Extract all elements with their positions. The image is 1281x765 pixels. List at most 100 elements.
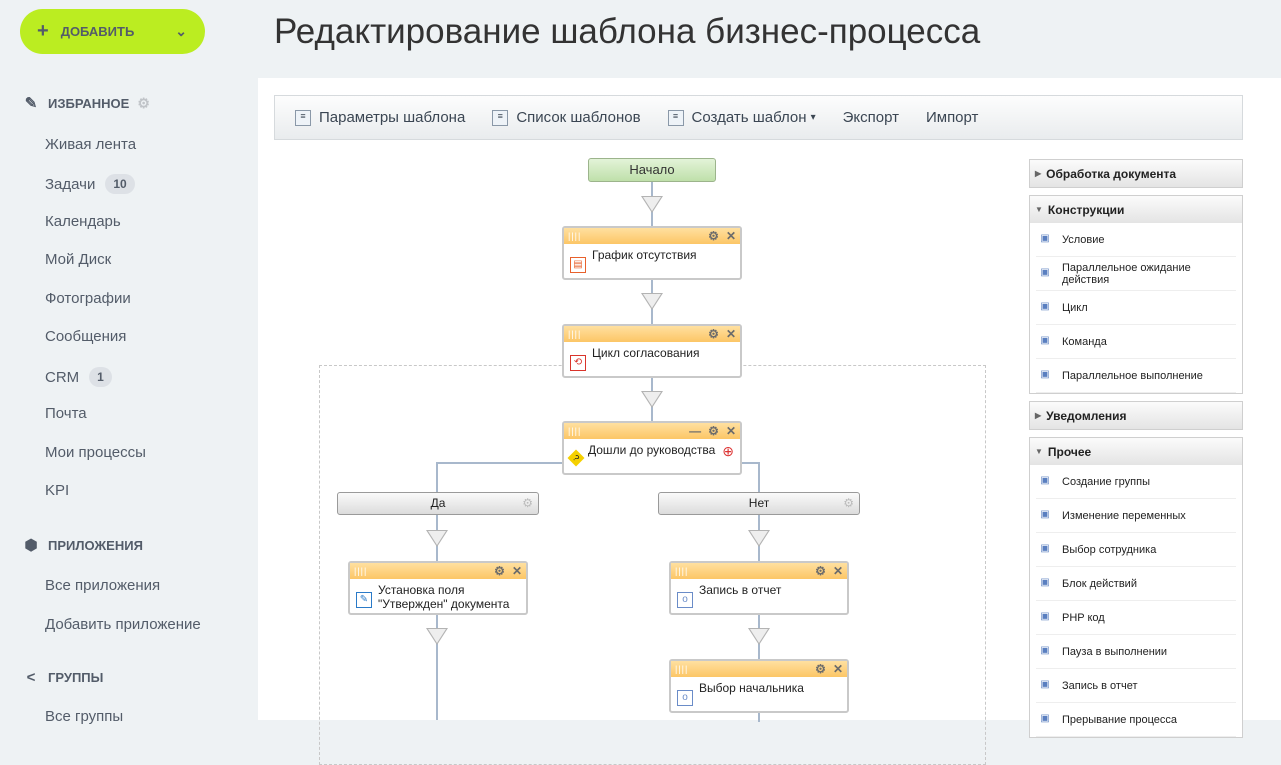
- sidebar-item[interactable]: Сообщения: [45, 328, 126, 345]
- sidebar-item[interactable]: Живая лента: [45, 136, 136, 153]
- palette-item[interactable]: ▣Параллельное ожидание действия: [1036, 257, 1236, 291]
- close-icon[interactable]: ✕: [511, 564, 522, 578]
- palette-item-label: PHP код: [1062, 611, 1105, 624]
- start-node[interactable]: Начало: [588, 158, 716, 182]
- apps-icon: ⬢: [24, 537, 38, 554]
- palette-item[interactable]: ▣Запись в отчет: [1036, 669, 1236, 703]
- add-branch-icon[interactable]: ⊕: [722, 443, 734, 459]
- palette-item-label: Изменение переменных: [1062, 509, 1186, 522]
- palette-item[interactable]: ▣Прерывание процесса: [1036, 703, 1236, 737]
- activity-block[interactable]: ||||—⚙✕?Дошли до руководства⊕: [562, 421, 742, 475]
- block-header[interactable]: |||| ⚙ ✕: [350, 563, 526, 579]
- close-icon[interactable]: ✕: [725, 424, 736, 438]
- connector-line: [758, 462, 760, 492]
- sidebar-item[interactable]: KPI: [45, 482, 69, 499]
- palette-item[interactable]: ▣Параллельное выполнение: [1036, 359, 1236, 393]
- palette-item[interactable]: ▣Выбор сотрудника: [1036, 533, 1236, 567]
- sidebar-item[interactable]: Мой Диск: [45, 251, 111, 268]
- close-icon[interactable]: ✕: [832, 564, 843, 578]
- drag-handle-icon[interactable]: ||||: [354, 566, 368, 576]
- section-apps[interactable]: ⬢ПРИЛОЖЕНИЯ: [22, 536, 142, 554]
- activity-block[interactable]: |||| ⚙ ✕ o Выбор начальника: [669, 659, 849, 713]
- toolbar-button[interactable]: ≡Список шаблонов: [492, 109, 641, 126]
- activity-block[interactable]: ||||⚙✕✎Установка поля "Утвержден" докуме…: [348, 561, 528, 615]
- palette-section-header[interactable]: ▼Прочее: [1030, 438, 1242, 465]
- sidebar-item-label: Фотографии: [45, 290, 131, 307]
- sidebar-item[interactable]: Добавить приложение: [45, 616, 201, 633]
- sidebar-item[interactable]: Фотографии: [45, 290, 131, 307]
- palette-section-header[interactable]: ▼Конструкции: [1030, 196, 1242, 223]
- sidebar-item[interactable]: Все группы: [45, 708, 123, 725]
- toolbar-button[interactable]: Импорт: [926, 109, 978, 126]
- chevron-down-icon[interactable]: ⌄: [175, 23, 187, 39]
- section-favorites[interactable]: ✎ИЗБРАННОЕ⚙: [22, 94, 150, 113]
- gear-icon[interactable]: ⚙: [815, 662, 826, 676]
- block-title: Установка поля "Утвержден" документа: [378, 583, 510, 611]
- section-title: Обработка документа: [1046, 166, 1177, 181]
- activity-icon: o: [677, 690, 693, 706]
- gear-icon[interactable]: ⚙: [815, 564, 826, 578]
- palette-item[interactable]: ▣Пауза в выполнении: [1036, 635, 1236, 669]
- gear-icon[interactable]: ⚙: [522, 496, 533, 510]
- palette-item[interactable]: ▣Блок действий: [1036, 567, 1236, 601]
- php-icon: ▣: [1040, 610, 1050, 622]
- close-icon[interactable]: ✕: [725, 327, 736, 341]
- palette-item[interactable]: ▣Изменение переменных: [1036, 499, 1236, 533]
- palette-item-label: Блок действий: [1062, 577, 1137, 590]
- toolbar-button[interactable]: ≡Параметры шаблона: [295, 109, 465, 126]
- activity-block[interactable]: ||||⚙✕⟲Цикл согласования: [562, 324, 742, 378]
- block-header[interactable]: ||||⚙✕: [564, 326, 740, 342]
- gear-icon[interactable]: ⚙: [708, 424, 719, 438]
- block-header[interactable]: |||| — ⚙ ✕: [564, 423, 740, 439]
- palette-section-header[interactable]: ▶Уведомления: [1030, 402, 1242, 429]
- block-header[interactable]: |||| ⚙ ✕: [671, 563, 847, 579]
- pause-icon: ▣: [1040, 644, 1050, 656]
- arrow-icon: [426, 530, 448, 547]
- arrow-icon: [426, 628, 448, 645]
- drag-handle-icon[interactable]: ||||: [675, 566, 689, 576]
- section-groups[interactable]: <ГРУППЫ: [22, 669, 104, 686]
- drag-handle-icon[interactable]: ||||: [568, 231, 582, 241]
- new-doc-icon: ≡: [667, 109, 684, 126]
- toolbar-button[interactable]: ≡Создать шаблон▾: [667, 109, 816, 126]
- connector-line: [436, 614, 438, 720]
- drag-handle-icon[interactable]: ||||: [568, 329, 582, 339]
- block-actions: ⚙✕: [708, 327, 736, 341]
- block-title: Выбор начальника: [699, 681, 804, 695]
- palette-item[interactable]: ▣Создание группы: [1036, 465, 1236, 499]
- sidebar-item[interactable]: Все приложения: [45, 577, 160, 594]
- block-header[interactable]: |||| ⚙ ✕: [671, 661, 847, 677]
- sidebar-item[interactable]: Мои процессы: [45, 444, 146, 461]
- activity-block[interactable]: ||||⚙✕▤График отсутствия: [562, 226, 742, 280]
- add-button[interactable]: + ДОБАВИТЬ ⌄: [20, 9, 205, 54]
- connector-line: [742, 462, 760, 464]
- sidebar-item[interactable]: Календарь: [45, 213, 121, 230]
- sidebar-item-label: Живая лента: [45, 136, 137, 153]
- block-title: График отсутствия: [592, 248, 697, 262]
- palette-item[interactable]: ▣Цикл: [1036, 291, 1236, 325]
- palette-section-header[interactable]: ▶Обработка документа: [1030, 160, 1242, 187]
- block-header[interactable]: |||| ⚙ ✕: [564, 228, 740, 244]
- gear-icon[interactable]: ⚙: [137, 94, 150, 111]
- close-icon[interactable]: ✕: [725, 229, 736, 243]
- drag-handle-icon[interactable]: ||||: [675, 664, 689, 674]
- gear-icon[interactable]: ⚙: [843, 496, 854, 510]
- gear-icon[interactable]: ⚙: [708, 327, 719, 341]
- palette-item[interactable]: ▣ PHP код: [1036, 601, 1236, 635]
- branch-header[interactable]: Да⚙: [337, 492, 539, 515]
- close-icon[interactable]: ✕: [832, 662, 843, 676]
- block-title: Запись в отчет: [699, 583, 782, 597]
- palette-item[interactable]: ▣Команда: [1036, 325, 1236, 359]
- branch-header[interactable]: Нет⚙: [658, 492, 860, 515]
- drag-handle-icon[interactable]: ||||: [568, 426, 582, 436]
- toolbar-button[interactable]: Экспорт: [843, 109, 899, 126]
- palette-item[interactable]: ▣Условие: [1036, 223, 1236, 257]
- collapse-icon[interactable]: —: [689, 424, 702, 438]
- gear-icon[interactable]: ⚙: [494, 564, 505, 578]
- palette-item-label: Параллельное выполнение: [1062, 369, 1203, 382]
- gear-icon[interactable]: ⚙: [708, 229, 719, 243]
- sidebar-item[interactable]: Почта: [45, 405, 87, 422]
